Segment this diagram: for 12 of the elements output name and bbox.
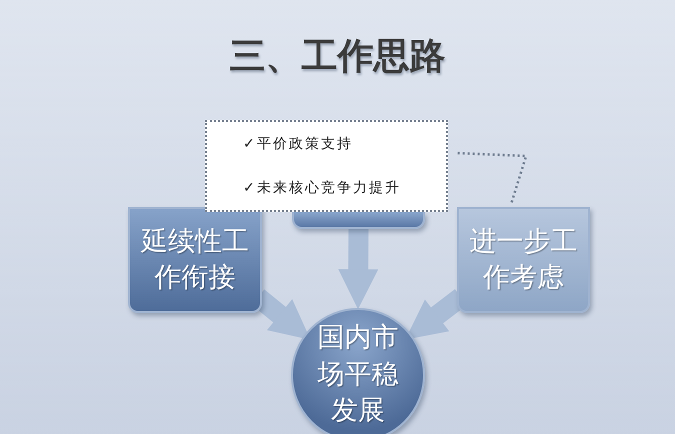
checklist-item: ✓平价政策支持 — [243, 134, 353, 154]
process-box — [292, 212, 425, 229]
node-label: 国内市场平稳发展 — [316, 321, 400, 428]
node-label: 进一步工作考虑 — [468, 224, 578, 295]
title: 三、工作思路 — [228, 35, 446, 79]
node-label: 延续性工作衔接 — [140, 224, 250, 295]
callout-box — [205, 120, 448, 212]
process-box — [457, 207, 590, 313]
process-box — [128, 207, 262, 313]
block-arrow — [338, 228, 378, 310]
leader-line — [458, 152, 528, 204]
checklist-item: ✓未来核心竞争力提升 — [243, 178, 401, 198]
